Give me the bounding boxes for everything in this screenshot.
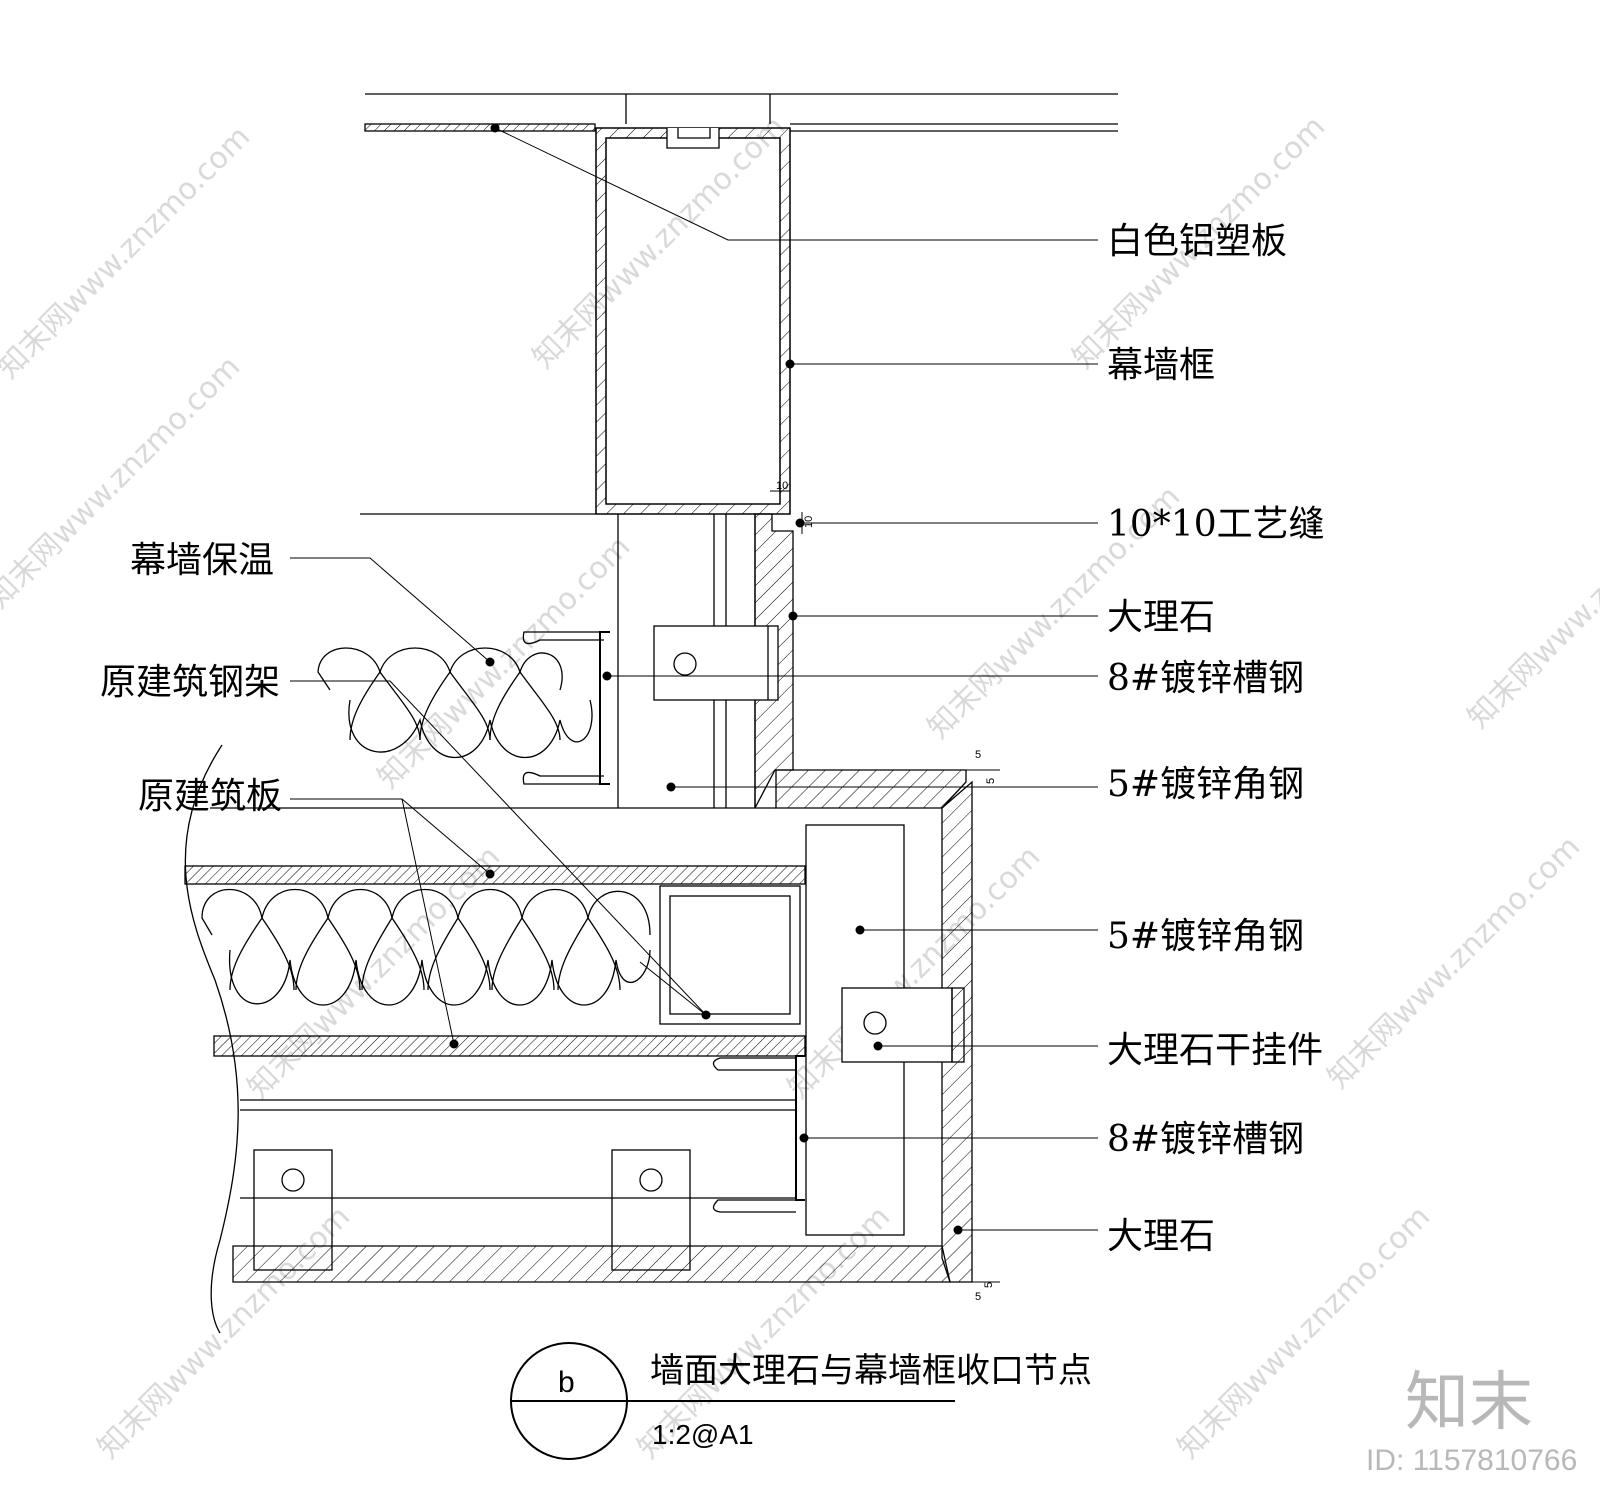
- top-panel: [364, 93, 1118, 132]
- dimension-label: 5: [975, 749, 981, 761]
- watermark-text: 知末网www.znzmo.com: [781, 839, 1047, 1105]
- building-slab: [184, 807, 965, 1271]
- label-white-aluminium-panel: 白色铝塑板: [1107, 221, 1287, 262]
- detail-scale: 1:2@A1: [652, 1419, 754, 1450]
- right-leaders: [490, 123, 1098, 1235]
- dimension-label: 5: [985, 778, 997, 784]
- watermark-text: 知末网www.znzmo.com: [371, 529, 637, 795]
- label-curtain-wall-frame: 幕墙框: [1107, 345, 1215, 386]
- right-labels: 白色铝塑板 幕墙框 10*10工艺缝 大理石 8#镀锌槽钢 5#镀锌角钢 5#镀…: [1107, 221, 1325, 1257]
- upper-insulation: [317, 647, 593, 758]
- brand-logo-text: 知末: [1405, 1366, 1533, 1440]
- upper-structure: [522, 513, 794, 809]
- dimension-label: 5: [983, 1282, 995, 1288]
- label-curtain-wall-insulation: 幕墙保温: [130, 540, 274, 581]
- label-marble-hanger: 大理石干挂件: [1107, 1030, 1323, 1071]
- dimension-label: 10: [776, 480, 788, 492]
- watermark-text: 知末网www.znzmo.com: [526, 109, 792, 375]
- dimension-label: 10: [803, 516, 815, 528]
- label-angle-steel-lower: 5#镀锌角钢: [1107, 916, 1304, 957]
- label-craft-joint: 10*10工艺缝: [1107, 504, 1325, 545]
- title-block: b 墙面大理石与幕墙框收口节点 1:2@A1: [510, 1342, 1092, 1460]
- detail-mark: b: [558, 1366, 575, 1399]
- label-angle-steel-upper: 5#镀锌角钢: [1107, 764, 1304, 805]
- label-original-building-slab: 原建筑板: [138, 776, 282, 817]
- watermark-text: 知末网www.znzmo.com: [1461, 469, 1600, 735]
- dimension-marks: 10 10 5 5 5 5: [770, 480, 1000, 1303]
- curtain-wall-frame: [595, 127, 791, 515]
- watermark-text: 知末网www.znzmo.com: [0, 119, 257, 385]
- image-id-text: ID: 1157810766: [1366, 1444, 1577, 1477]
- dimension-label: 5: [975, 1291, 981, 1303]
- detail-title: 墙面大理石与幕墙框收口节点: [650, 1351, 1092, 1391]
- watermark-text: 知末网www.znzmo.com: [91, 1199, 357, 1465]
- label-marble-lower: 大理石: [1107, 1216, 1215, 1257]
- marble-lower: [232, 769, 973, 1283]
- watermark-text: 知末网www.znzmo.com: [1321, 829, 1587, 1095]
- left-leaders: [290, 557, 711, 1049]
- break-line: [184, 744, 239, 1334]
- label-marble-upper: 大理石: [1107, 597, 1215, 638]
- brand-watermark: 知末 ID: 1157810766: [1366, 1366, 1577, 1477]
- label-original-steel-frame: 原建筑钢架: [100, 662, 280, 703]
- lower-insulation: [201, 888, 651, 1006]
- label-channel-steel-lower: 8#镀锌槽钢: [1107, 1119, 1304, 1160]
- label-channel-steel-upper: 8#镀锌槽钢: [1107, 658, 1304, 699]
- left-labels: 幕墙保温 原建筑钢架 原建筑板: [100, 540, 282, 817]
